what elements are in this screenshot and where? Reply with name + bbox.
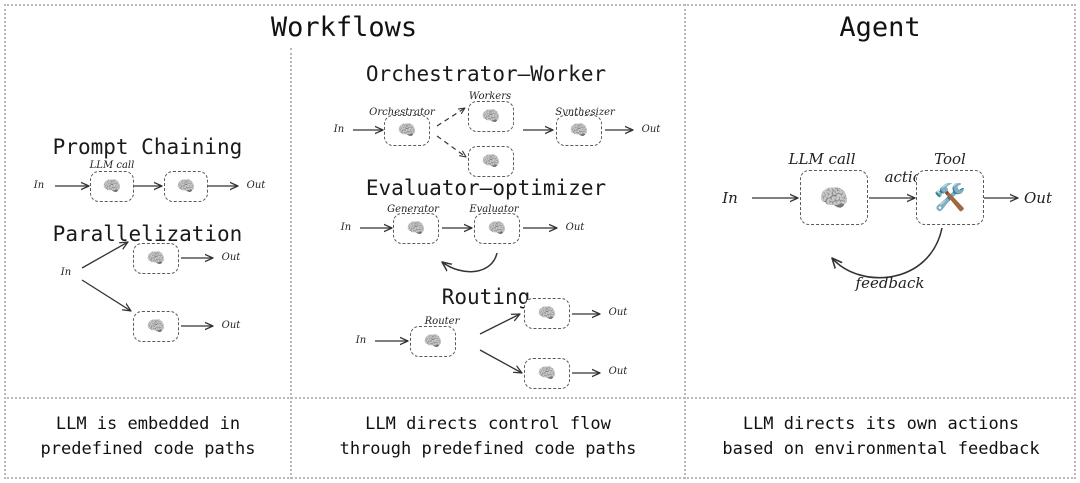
- label-out-prompt-chaining: Out: [246, 180, 266, 191]
- node-branch-1-parallelization[interactable]: 🧠: [133, 243, 179, 274]
- label-in-parallelization: In: [60, 267, 72, 278]
- node-generator[interactable]: 🧠: [393, 213, 439, 244]
- brain-icon: 🧠: [569, 121, 589, 139]
- brain-icon: 🧠: [406, 219, 426, 237]
- label-out-evaluator-optimizer: Out: [565, 222, 585, 233]
- label-in-prompt-chaining: In: [33, 180, 45, 191]
- label-in-orchestrator-worker: In: [333, 124, 345, 135]
- brain-icon: 🧠: [481, 107, 501, 125]
- brain-icon: 🧠: [146, 317, 166, 335]
- node-llm-call-agent[interactable]: 🧠: [800, 170, 868, 225]
- brain-icon: 🧠: [487, 219, 507, 237]
- node-worker-1[interactable]: 🧠: [468, 101, 514, 132]
- label-in-evaluator-optimizer: In: [340, 222, 352, 233]
- label-synthesizer: Synthesizer: [555, 107, 615, 118]
- label-out-2-routing: Out: [608, 366, 628, 377]
- label-router: Router: [424, 316, 460, 327]
- section-title-prompt-chaining: Prompt Chaining: [52, 135, 243, 159]
- label-out-orchestrator-worker: Out: [641, 124, 661, 135]
- brain-icon: 🧠: [397, 121, 417, 139]
- node-evaluator[interactable]: 🧠: [474, 213, 520, 244]
- brain-icon: 🧠: [537, 304, 557, 322]
- outer-frame: [4, 4, 1076, 479]
- divider-captions: [4, 397, 1076, 399]
- node-orchestrator[interactable]: 🧠: [384, 115, 430, 146]
- section-title-evaluator-optimizer: Evaluator–optimizer: [365, 176, 607, 200]
- label-workers: Workers: [468, 91, 512, 102]
- brain-icon: 🧠: [146, 249, 166, 267]
- section-title-routing: Routing: [441, 285, 531, 309]
- brain-icon: 🧠: [102, 177, 122, 195]
- panel-title-agent: Agent: [839, 12, 921, 43]
- node-branch-2-parallelization[interactable]: 🧠: [133, 311, 179, 342]
- label-tool-agent: Tool: [934, 150, 966, 168]
- caption-workflows-left: LLM is embedded in predefined code paths: [40, 414, 256, 459]
- node-synthesizer[interactable]: 🧠: [556, 115, 602, 146]
- node-llm-call-2-prompt-chaining[interactable]: 🧠: [164, 171, 208, 202]
- section-title-orchestrator-worker: Orchestrator–Worker: [365, 62, 607, 86]
- panel-title-workflows: Workflows: [270, 12, 418, 43]
- caption-agent: LLM directs its own actions based on env…: [722, 414, 1040, 459]
- brain-icon: 🧠: [481, 152, 501, 170]
- label-in-agent: In: [722, 189, 738, 207]
- caption-workflows-mid: LLM directs control flow through predefi…: [339, 414, 637, 459]
- divider-workflows-agent: [684, 4, 686, 479]
- hammer-and-wrench-icon: 🛠️: [933, 182, 967, 213]
- divider-workflows-left: [290, 48, 292, 479]
- brain-icon: 🧠: [176, 177, 196, 195]
- node-llm-call-1-prompt-chaining[interactable]: 🧠: [90, 171, 134, 202]
- label-evaluator: Evaluator: [469, 204, 519, 215]
- label-llm-call-prompt-chaining: LLM call: [89, 160, 135, 171]
- label-out-1-routing: Out: [608, 307, 628, 318]
- label-out-1-parallelization: Out: [221, 252, 241, 263]
- brain-icon: 🧠: [423, 332, 443, 350]
- section-title-parallelization: Parallelization: [52, 222, 243, 246]
- label-in-routing: In: [355, 335, 367, 346]
- label-generator: Generator: [387, 204, 439, 215]
- brain-icon: 🧠: [537, 364, 557, 382]
- brain-icon: 🧠: [819, 183, 849, 212]
- label-llm-call-agent: LLM call: [788, 150, 856, 168]
- label-out-2-parallelization: Out: [221, 320, 241, 331]
- node-tool-agent[interactable]: 🛠️: [916, 170, 984, 225]
- label-feedback-agent: feedback: [855, 274, 925, 292]
- label-orchestrator: Orchestrator: [369, 107, 435, 118]
- node-route-2[interactable]: 🧠: [524, 358, 570, 389]
- node-route-1[interactable]: 🧠: [524, 298, 570, 329]
- label-out-agent: Out: [1024, 189, 1052, 207]
- node-worker-2[interactable]: 🧠: [468, 146, 514, 177]
- node-router[interactable]: 🧠: [410, 326, 456, 357]
